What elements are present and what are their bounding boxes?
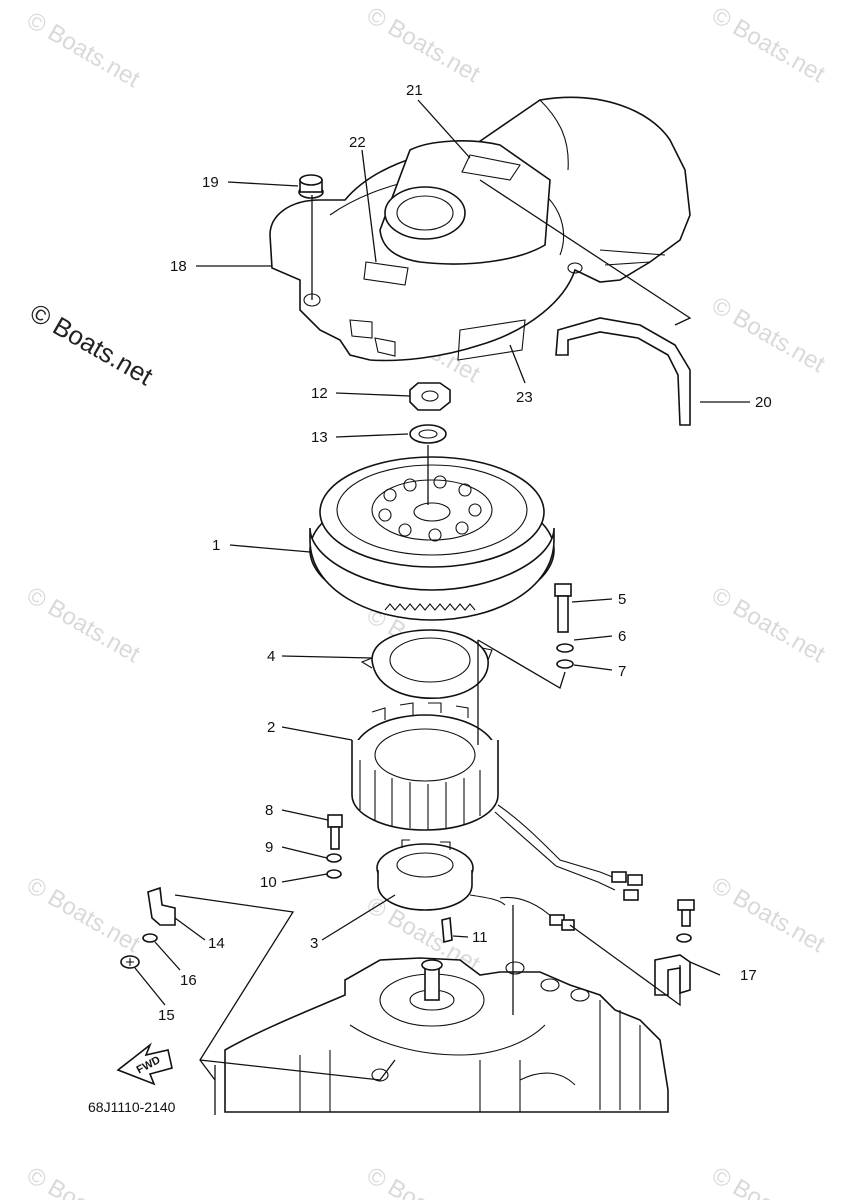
washer-16 [142,933,158,943]
watermark: © Boats.net [707,872,830,958]
callout-3: 3 [310,935,318,952]
pulser-coil [376,839,575,931]
washer-6 [556,643,574,653]
cover-label-22 [363,261,409,286]
callout-13: 13 [311,429,328,446]
watermark: © Boats.net [707,2,830,88]
cover-label-23 [457,319,526,361]
watermark: © Boats.net [362,2,485,88]
watermark: © Boats.net [22,1162,145,1200]
callout-18: 18 [170,258,187,275]
drawing-code: 68J1110-2140 [88,1099,176,1115]
callout-21: 21 [406,82,423,99]
callout-10: 10 [260,874,277,891]
lead-clamp-17 [654,899,695,996]
flywheel-rotor [309,456,555,621]
washer-10 [326,869,342,879]
watermark: © Boats.net [22,872,145,958]
stator-coil [351,702,643,901]
flywheel-nut [409,382,451,411]
callout-8: 8 [265,802,273,819]
callout-4: 4 [267,648,275,665]
washer-7 [556,659,574,669]
leader-lines [134,99,750,1006]
cover-bracket [555,317,691,426]
watermark: © Boats.net [362,1162,485,1200]
washer-9 [326,853,342,863]
screw-15 [120,955,140,969]
callout-15: 15 [158,1007,175,1024]
fwd-arrow: FWD [116,1042,173,1086]
watermark: © Boats.net [22,7,145,93]
stator-base-plate [360,629,493,699]
lead-clip-14 [147,886,176,926]
woodruff-key [441,916,453,944]
callout-5: 5 [618,591,626,608]
callout-1: 1 [212,537,220,554]
callout-23: 23 [516,389,533,406]
screw-8 [327,814,343,850]
callout-17: 17 [740,967,757,984]
callout-16: 16 [180,972,197,989]
assembly-lines [174,179,692,1115]
watermark: © Boats.net [707,1162,830,1200]
watermark: © Boats.net [707,582,830,668]
watermark-large: © Boats.net [25,297,159,391]
callout-20: 20 [755,394,772,411]
engine-block [224,957,669,1113]
callout-12: 12 [311,385,328,402]
callout-6: 6 [618,628,626,645]
cover-top-cap [379,140,551,265]
callout-22: 22 [349,134,366,151]
callout-7: 7 [618,663,626,680]
bolt-5 [554,583,572,633]
callout-9: 9 [265,839,273,856]
flywheel-washer [409,424,447,444]
watermark: © Boats.net [22,582,145,668]
grommet [298,174,324,199]
callouts: 19 18 21 22 23 20 12 13 1 5 6 7 4 2 8 9 … [158,82,772,1024]
callout-14: 14 [208,935,225,952]
callout-19: 19 [202,174,219,191]
callout-11: 11 [472,929,488,946]
watermark: © Boats.net [707,292,830,378]
callout-2: 2 [267,719,275,736]
